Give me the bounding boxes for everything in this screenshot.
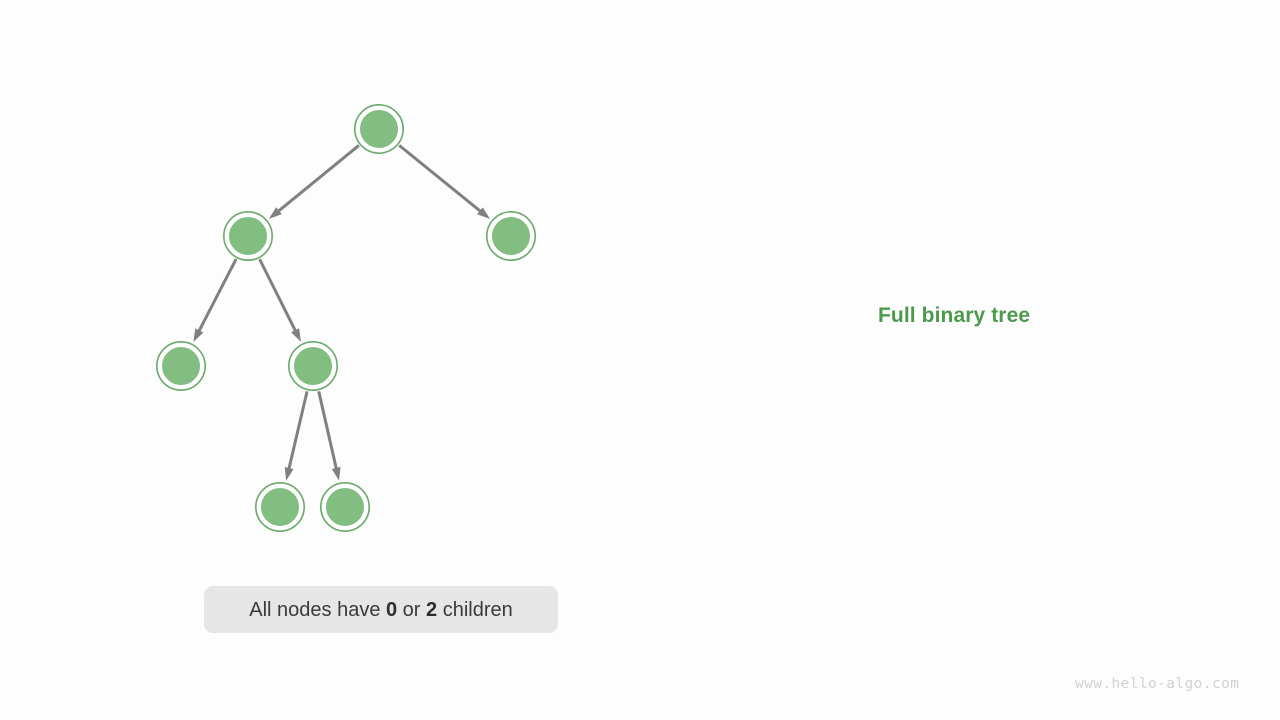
tree-edge	[258, 258, 298, 333]
caption-fragment: All nodes have	[249, 598, 386, 621]
tree-node[interactable]	[353, 104, 404, 155]
caption-text: All nodes have 0 or 2 children	[249, 600, 513, 620]
tree-edge	[197, 258, 238, 333]
tree-edge	[276, 144, 360, 214]
page-title: Full binary tree	[878, 304, 1031, 327]
tree-node-outer-ring	[353, 104, 404, 155]
caption-box: All nodes have 0 or 2 children	[204, 586, 558, 633]
watermark: www.hello-algo.com	[1075, 676, 1240, 692]
tree-edge	[317, 391, 339, 471]
tree-edge	[287, 390, 309, 471]
tree-node[interactable]	[156, 340, 207, 391]
tree-node-fill	[489, 214, 533, 258]
tree-node-outer-ring	[319, 481, 370, 532]
tree-node-fill	[159, 344, 203, 388]
tree-edge-arrowhead	[268, 207, 282, 219]
tree-node[interactable]	[223, 211, 274, 262]
tree-node-outer-ring	[485, 211, 536, 262]
tree-node-fill	[323, 485, 367, 529]
tree-node-outer-ring	[223, 211, 274, 262]
tree-edge-arrowhead	[291, 328, 301, 342]
tree-node[interactable]	[319, 481, 370, 532]
tree-node-layer	[156, 104, 536, 532]
tree-edge-arrowhead	[331, 467, 341, 481]
caption-emphasis: 2	[426, 598, 438, 621]
caption-fragment: children	[437, 598, 513, 621]
tree-node-fill	[226, 214, 270, 258]
tree-edge-arrowhead	[284, 467, 294, 481]
tree-edge-arrowhead	[193, 328, 204, 342]
tree-edge-arrowhead	[477, 207, 491, 219]
tree-node-outer-ring	[156, 340, 207, 391]
tree-edge-layer	[193, 144, 491, 481]
tree-edge	[398, 144, 483, 214]
tree-node-fill	[258, 485, 302, 529]
tree-node-fill	[291, 344, 335, 388]
tree-node[interactable]	[287, 340, 338, 391]
caption-emphasis: 0	[386, 598, 398, 621]
tree-node-fill	[357, 107, 401, 151]
caption-fragment: or	[397, 598, 427, 621]
tree-node-outer-ring	[255, 481, 306, 532]
tree-node-outer-ring	[287, 340, 338, 391]
tree-node[interactable]	[255, 481, 306, 532]
tree-node[interactable]	[485, 211, 536, 262]
